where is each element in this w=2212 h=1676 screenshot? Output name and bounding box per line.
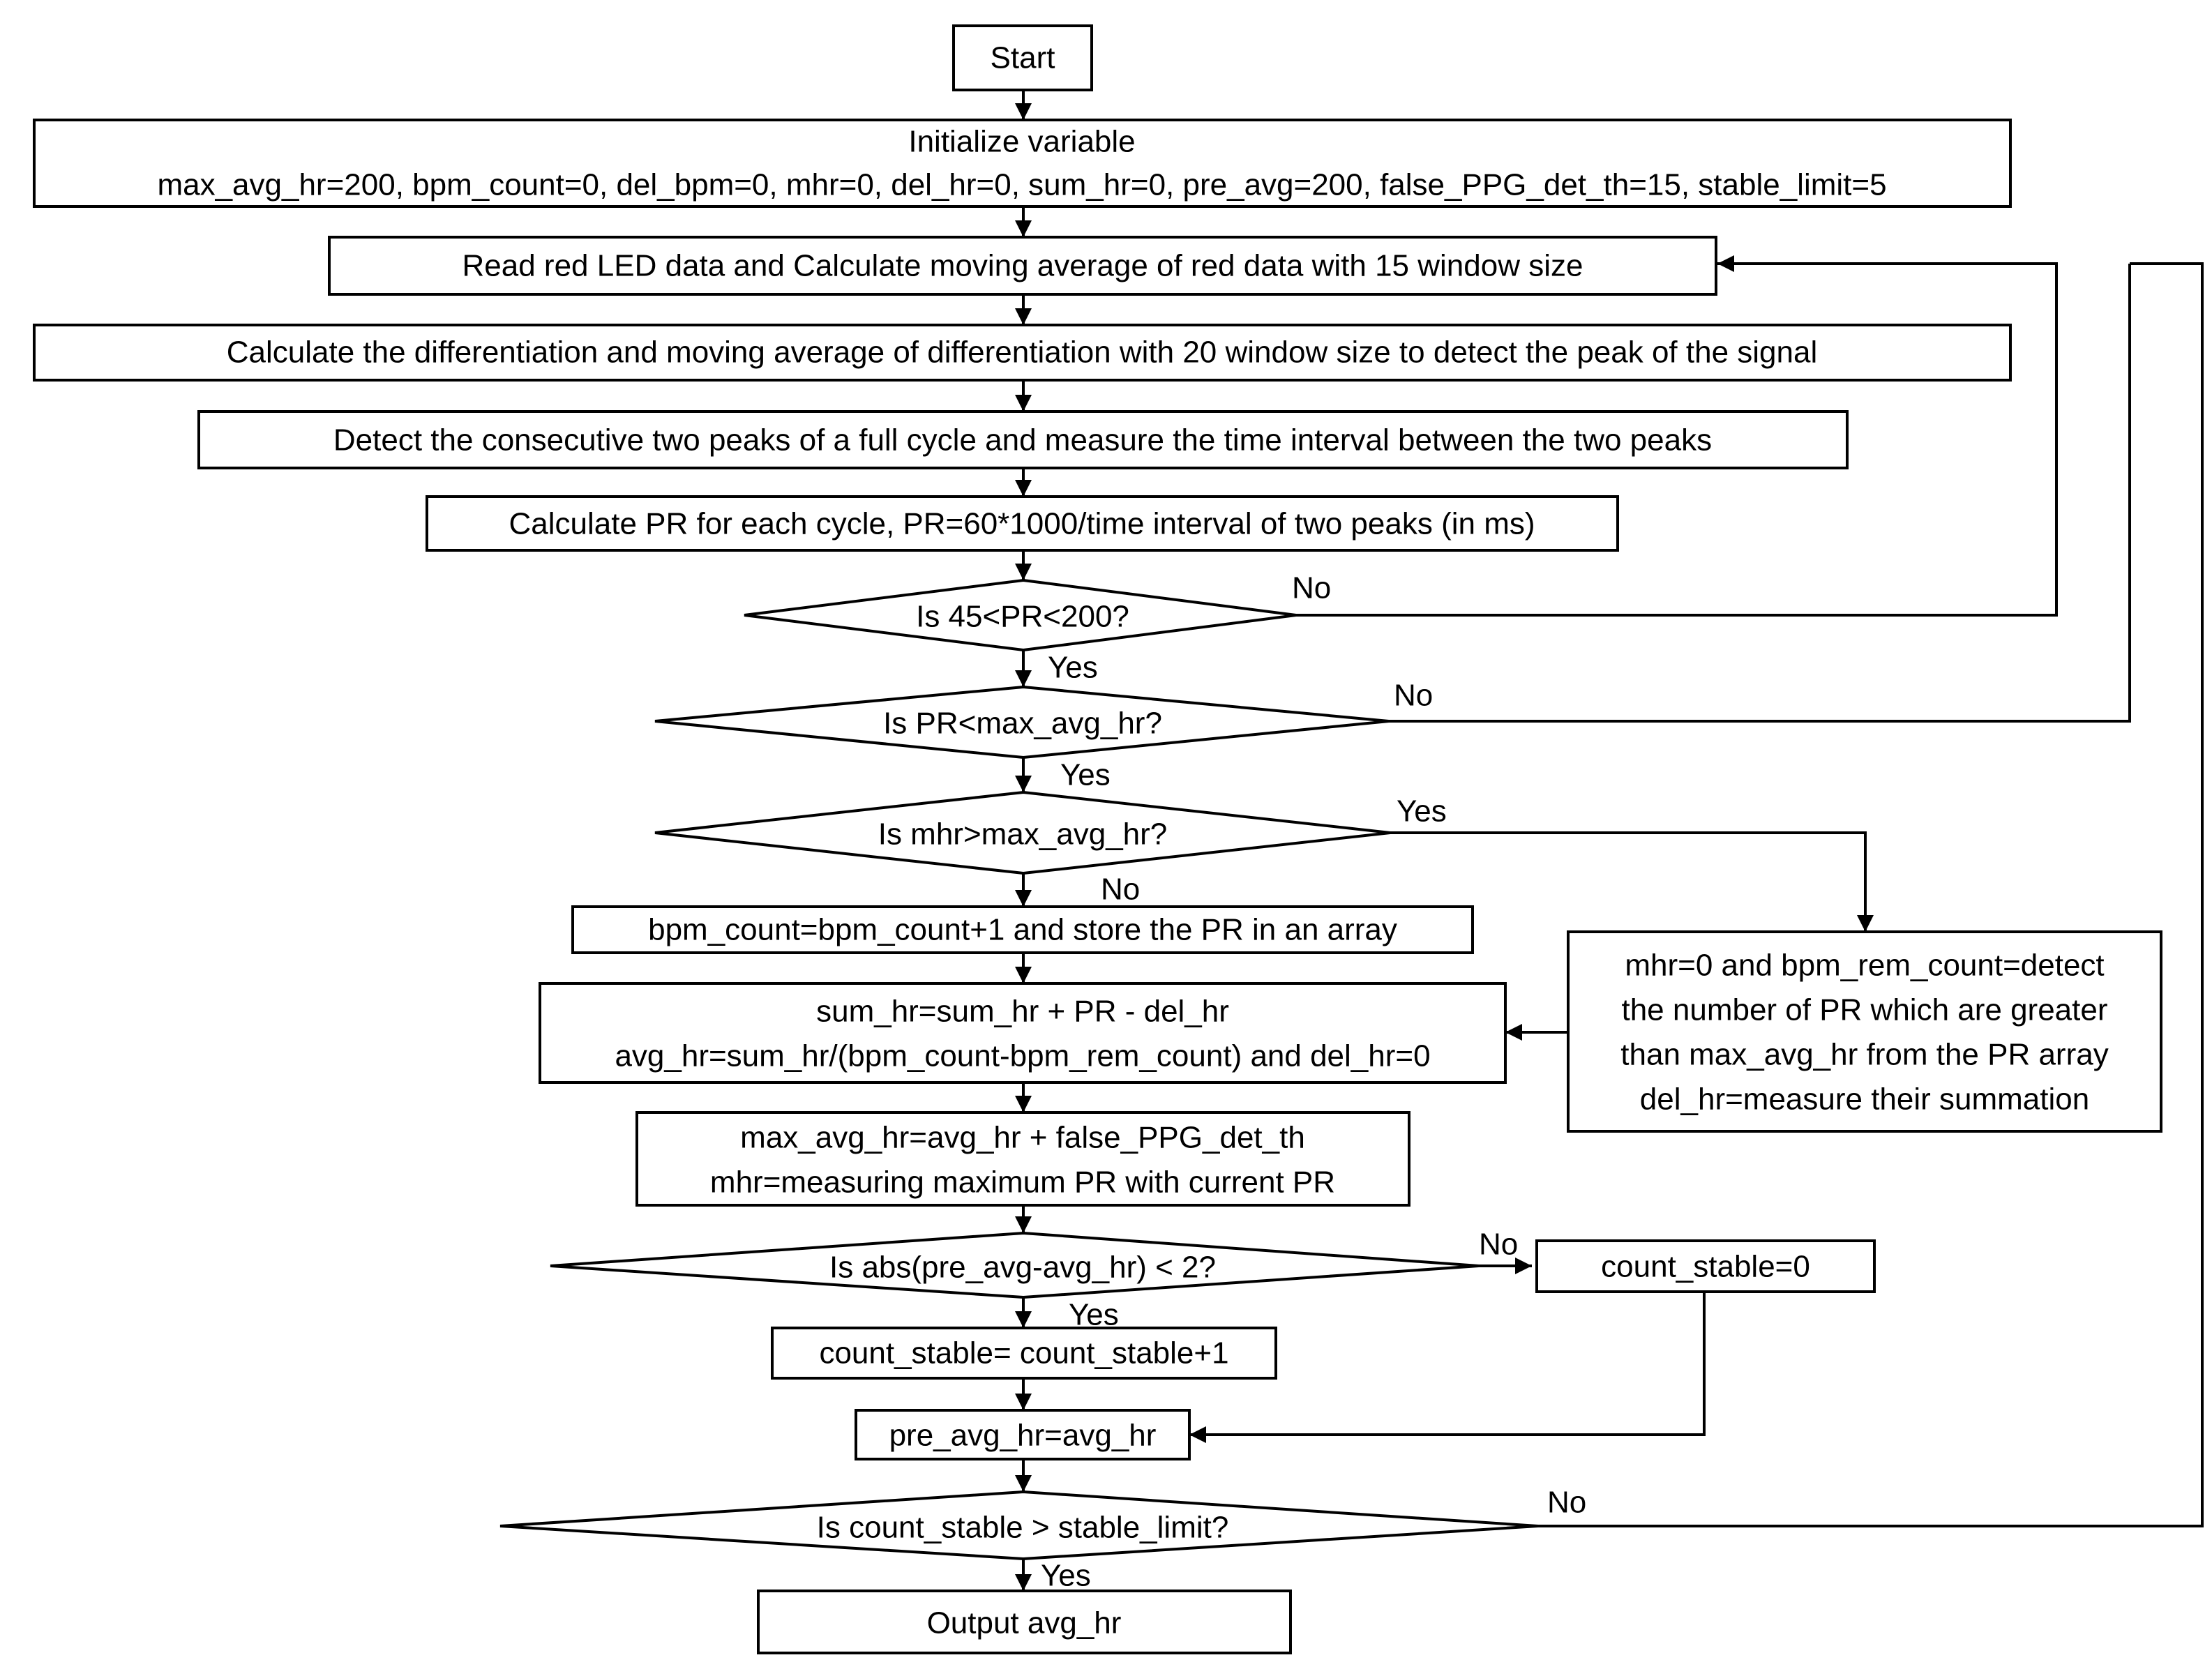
detect-peaks-box: Detect the consecutive two peaks of a fu… [197, 410, 1849, 469]
label-no-5: No [1547, 1486, 1586, 1520]
init-title: Initialize variable [908, 125, 1135, 159]
label-yes-3: Yes [1397, 794, 1447, 829]
decision-stable: Is count_stable > stable_limit? [499, 1490, 1539, 1561]
sum-line-1: sum_hr=sum_hr + PR - del_hr [816, 995, 1229, 1029]
calc-pr-box: Calculate PR for each cycle, PR=60*1000/… [426, 495, 1619, 552]
read-led-box: Read red LED data and Calculate moving a… [328, 236, 1717, 296]
loop-dec1-no [1296, 255, 2058, 617]
decision-pr-range-label: Is 45<PR<200? [916, 600, 1129, 634]
decision-pr-range: Is 45<PR<200? [744, 578, 1297, 652]
label-no-3: No [1101, 873, 1140, 907]
label-yes-2: Yes [1060, 758, 1111, 792]
decision-pr-max-label: Is PR<max_avg_hr? [883, 707, 1162, 741]
start-node: Start [952, 24, 1093, 91]
init-variables: max_avg_hr=200, bpm_count=0, del_bpm=0, … [157, 168, 1886, 202]
mhr-line-3: than max_avg_hr from the PR array [1620, 1038, 2108, 1072]
connectors [1015, 90, 2204, 1591]
decision-mhr: Is mhr>max_avg_hr? [654, 790, 1391, 875]
decision-pr-max: Is PR<max_avg_hr? [654, 685, 1390, 760]
loop-dec2-no [1389, 264, 2131, 723]
read-led-label: Read red LED data and Calculate moving a… [462, 249, 1583, 283]
count-stable-zero-label: count_stable=0 [1601, 1250, 1810, 1284]
mhr-line-4: del_hr=measure their summation [1640, 1082, 2089, 1117]
decision-abs: Is abs(pre_avg-avg_hr) < 2? [550, 1231, 1480, 1299]
sum-line-2: avg_hr=sum_hr/(bpm_count-bpm_rem_count) … [615, 1039, 1430, 1073]
bpm-count-box: bpm_count=bpm_count+1 and store the PR i… [571, 905, 1474, 954]
decision-abs-label: Is abs(pre_avg-avg_hr) < 2? [829, 1251, 1216, 1285]
mhr-reset-box: mhr=0 and bpm_rem_count=detect the numbe… [1567, 930, 2162, 1133]
init-box: Initialize variable max_avg_hr=200, bpm_… [33, 119, 2012, 208]
max-avg-line-1: max_avg_hr=avg_hr + false_PPG_det_th [740, 1121, 1305, 1155]
count-stable-inc-label: count_stable= count_stable+1 [819, 1336, 1228, 1371]
label-yes-5: Yes [1041, 1559, 1091, 1593]
decision-mhr-label: Is mhr>max_avg_hr? [878, 817, 1168, 852]
count-stable-zero-box: count_stable=0 [1535, 1239, 1876, 1293]
arrow-dec3-yes [1390, 831, 1874, 932]
max-avg-box: max_avg_hr=avg_hr + false_PPG_det_th mhr… [635, 1111, 1410, 1207]
decision-stable-label: Is count_stable > stable_limit? [817, 1511, 1229, 1545]
pre-avg-label: pre_avg_hr=avg_hr [889, 1419, 1157, 1453]
differentiation-label: Calculate the differentiation and moving… [227, 335, 1817, 370]
calc-pr-label: Calculate PR for each cycle, PR=60*1000/… [509, 507, 1535, 541]
start-label: Start [991, 41, 1055, 75]
bpm-count-label: bpm_count=bpm_count+1 and store the PR i… [648, 913, 1397, 947]
output-label: Output avg_hr [927, 1606, 1122, 1640]
max-avg-line-2: mhr=measuring maximum PR with current PR [710, 1165, 1335, 1200]
label-no-1: No [1292, 571, 1331, 605]
detect-peaks-label: Detect the consecutive two peaks of a fu… [333, 423, 1712, 458]
pre-avg-box: pre_avg_hr=avg_hr [855, 1409, 1191, 1460]
label-no-4: No [1479, 1228, 1518, 1262]
mhr-line-2: the number of PR which are greater [1621, 993, 2107, 1027]
loop-dec5-no [1538, 262, 2204, 1527]
differentiation-box: Calculate the differentiation and moving… [33, 324, 2012, 382]
label-yes-4: Yes [1069, 1298, 1119, 1332]
count-stable-inc-box: count_stable= count_stable+1 [771, 1327, 1277, 1380]
label-no-2: No [1394, 679, 1433, 713]
mhr-line-1: mhr=0 and bpm_rem_count=detect [1625, 949, 2104, 983]
branch-labels: No Yes No Yes Yes No No Yes No Yes [1041, 571, 1586, 1593]
sum-box: sum_hr=sum_hr + PR - del_hr avg_hr=sum_h… [539, 982, 1507, 1084]
arrow-countzero-preavg [1189, 1292, 1706, 1443]
output-box: Output avg_hr [757, 1590, 1292, 1654]
label-yes-1: Yes [1048, 651, 1098, 685]
